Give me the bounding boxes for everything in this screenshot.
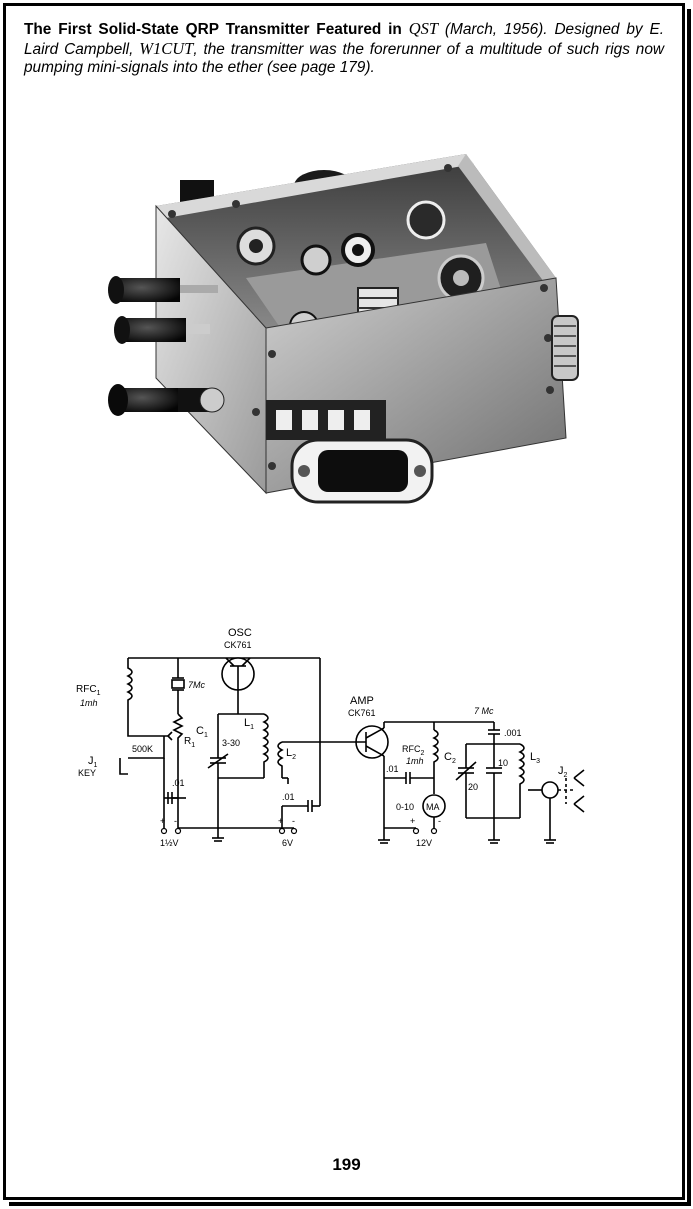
batt2-label: 6V <box>282 838 293 848</box>
page-frame <box>3 3 685 1200</box>
r1-label: R1 <box>184 736 195 749</box>
caption-bold-intro: The First Solid-State QRP Transmitter Fe… <box>24 21 409 38</box>
rfc1-label: RFC1 <box>76 684 101 697</box>
batt1-plus: + <box>160 816 165 826</box>
transmitter-photo <box>108 154 579 504</box>
screws <box>168 164 554 470</box>
rear-tab <box>180 180 214 202</box>
key-label: KEY <box>78 768 96 778</box>
j2-label: J2 <box>558 765 568 779</box>
l2-label: L2 <box>286 747 296 761</box>
batt3-plus: + <box>410 816 415 826</box>
cap-10-label: 10 <box>498 758 508 768</box>
caption-callsign: W1CUT <box>139 38 194 58</box>
rfc2-label: RFC2 <box>402 744 425 757</box>
c1-label: C1 <box>196 725 208 739</box>
front-jacks <box>108 276 225 416</box>
figure-caption: The First Solid-State QRP Transmitter Fe… <box>24 19 664 78</box>
page-number: 199 <box>332 1155 361 1174</box>
r1-value: 500K <box>132 744 153 754</box>
c2-value: 20 <box>468 782 478 792</box>
freq-out-label: 7 Mc <box>474 706 494 716</box>
l3-label: L3 <box>530 751 540 765</box>
chassis-rim-right <box>458 154 556 282</box>
caption-rest: , the transmitter was the forerunner of … <box>24 40 664 77</box>
cap-01-right: .01 <box>282 792 295 802</box>
osc-label: OSC <box>228 627 252 639</box>
crystal-label: 7Mc <box>188 680 206 690</box>
schematic-terminals <box>160 827 438 835</box>
rfc2-value: 1mh <box>406 756 424 766</box>
rf-connector <box>551 315 579 381</box>
rfc1-value: 1mh <box>80 698 98 708</box>
osc-part: CK761 <box>224 640 252 650</box>
cap-01-amp: .01 <box>386 764 399 774</box>
caption-date: (March, 1956). <box>438 21 548 38</box>
sockets <box>276 410 370 430</box>
cap-001-label: .001 <box>504 728 522 738</box>
c1-value: 3-30 <box>222 738 240 748</box>
batt2-minus: - <box>292 816 295 826</box>
meter-range: 0-10 <box>396 802 414 812</box>
j1-label: J1 <box>88 755 98 769</box>
l1-label: L1 <box>244 717 254 731</box>
caption-magazine: QST <box>408 19 439 38</box>
meter-plate <box>290 438 434 504</box>
amp-part: CK761 <box>348 708 376 718</box>
schematic-wiring <box>119 657 585 844</box>
page-frame-shadow <box>9 9 691 1206</box>
cap-01-left: .01 <box>172 778 185 788</box>
amp-label: AMP <box>350 695 374 707</box>
transmitter-schematic: OSC CK761 RFC1 1mh 7Mc 500K R1 J1 KEY .0… <box>76 627 585 848</box>
batt3-label: 12V <box>416 838 432 848</box>
batt2-plus: + <box>278 816 283 826</box>
batt1-minus: - <box>174 816 177 826</box>
caption-designed-by: Designed by E. Laird Campbell, <box>24 21 664 58</box>
c2-label: C2 <box>444 751 456 765</box>
batt1-label: 1½V <box>160 838 179 848</box>
batt3-minus: - <box>438 816 441 826</box>
meter-label: MA <box>426 802 440 812</box>
